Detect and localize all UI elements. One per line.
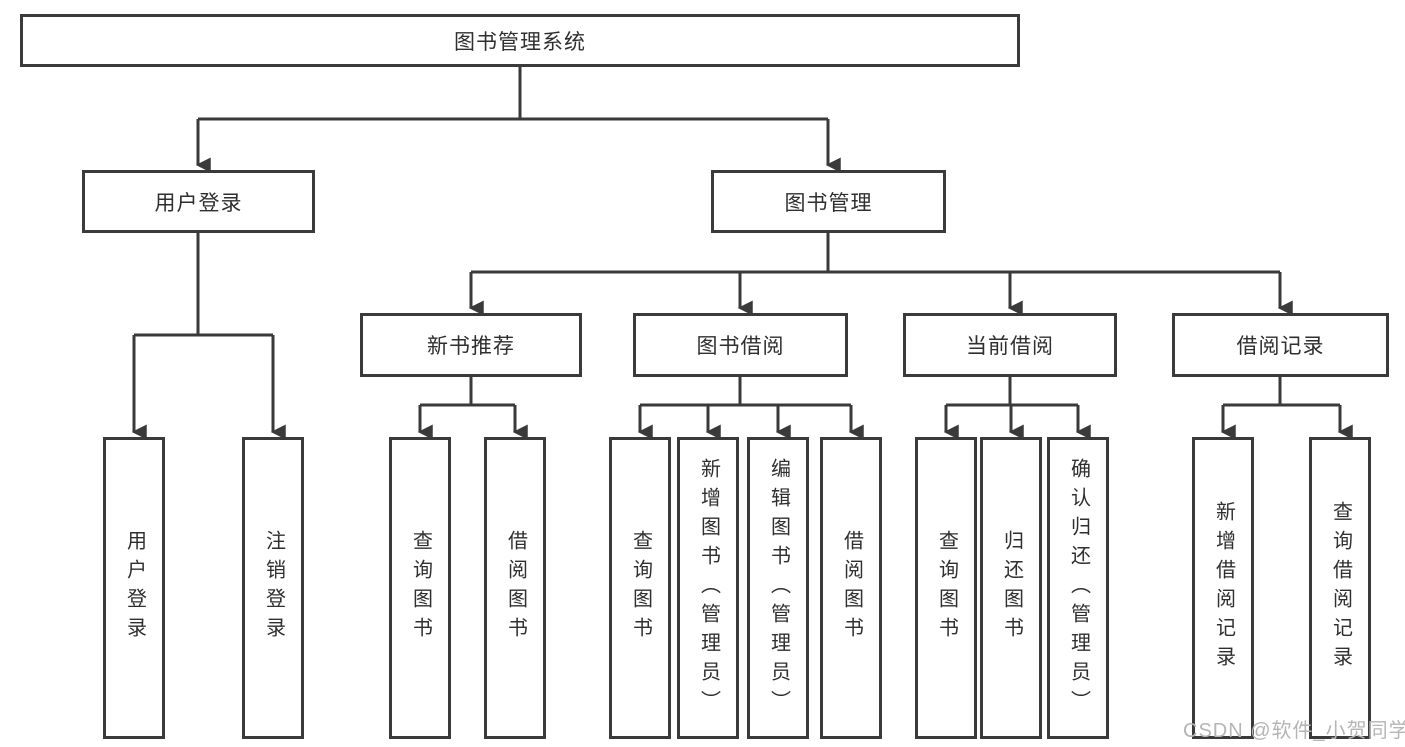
node-current-borrowing: 当前借阅 bbox=[903, 313, 1117, 377]
leaf-logout: 注销登录 bbox=[242, 437, 304, 739]
csdn-watermark: CSDN @软件_小贺同学 bbox=[1183, 720, 1405, 742]
node-book-borrowing-label: 图书借阅 bbox=[696, 335, 785, 358]
node-book-management-label: 图书管理 bbox=[784, 191, 873, 215]
node-root-system: 图书管理系统 bbox=[20, 14, 1020, 67]
leaf-user-login-label: 用户登录 bbox=[123, 530, 146, 646]
leaf-return-book: 归还图书 bbox=[980, 437, 1042, 739]
connector-records-children bbox=[1223, 375, 1340, 407]
leaf-query-books-recommend-label: 查询图书 bbox=[409, 530, 432, 646]
connector-book-management-children bbox=[471, 233, 1280, 274]
connector-borrowing-children bbox=[640, 375, 851, 407]
leaf-return-book-label: 归还图书 bbox=[1000, 530, 1023, 646]
leaf-borrow-book-label: 借阅图书 bbox=[840, 530, 863, 646]
node-current-borrowing-label: 当前借阅 bbox=[966, 335, 1054, 358]
node-book-borrowing: 图书借阅 bbox=[633, 313, 848, 377]
node-borrowing-records-label: 借阅记录 bbox=[1236, 335, 1325, 358]
leaf-edit-book-admin: 编辑图书（管理员） bbox=[747, 437, 809, 739]
node-borrowing-records: 借阅记录 bbox=[1172, 313, 1389, 377]
leaf-borrow-book-recommend-label: 借阅图书 bbox=[504, 530, 527, 646]
connector-recommendation-children bbox=[420, 375, 515, 407]
node-user-login: 用户登录 bbox=[82, 170, 315, 233]
leaf-add-book-admin: 新增图书（管理员） bbox=[677, 437, 739, 739]
node-user-login-label: 用户登录 bbox=[154, 191, 243, 215]
node-new-book-recommendation-label: 新书推荐 bbox=[427, 335, 515, 358]
leaf-confirm-return-admin: 确认归还（管理员） bbox=[1047, 437, 1109, 739]
connector-current-borrowing-children bbox=[946, 375, 1078, 407]
leaf-add-book-admin-label: 新增图书（管理员） bbox=[697, 457, 720, 719]
leaf-query-books-borrowing: 查询图书 bbox=[609, 437, 671, 739]
node-new-book-recommendation: 新书推荐 bbox=[360, 313, 582, 377]
node-root-label: 图书管理系统 bbox=[454, 30, 586, 54]
leaf-edit-book-admin-label: 编辑图书（管理员） bbox=[767, 457, 790, 719]
leaf-borrow-book-recommend: 借阅图书 bbox=[484, 437, 546, 739]
leaf-query-books-current: 查询图书 bbox=[915, 437, 977, 739]
leaf-logout-label: 注销登录 bbox=[262, 530, 285, 646]
leaf-add-borrow-record: 新增借阅记录 bbox=[1192, 437, 1254, 739]
leaf-query-books-current-label: 查询图书 bbox=[935, 530, 958, 646]
leaf-query-books-borrowing-label: 查询图书 bbox=[629, 530, 652, 646]
node-book-management: 图书管理 bbox=[711, 170, 946, 233]
leaf-user-login: 用户登录 bbox=[103, 437, 165, 739]
connector-user-login-children bbox=[134, 233, 273, 337]
leaf-borrow-book: 借阅图书 bbox=[820, 437, 882, 739]
leaf-query-borrow-record-label: 查询借阅记录 bbox=[1329, 501, 1352, 675]
connector-root-to-level2 bbox=[198, 67, 828, 121]
leaf-confirm-return-admin-label: 确认归还（管理员） bbox=[1067, 457, 1090, 719]
leaf-query-books-recommend: 查询图书 bbox=[389, 437, 451, 739]
leaf-query-borrow-record: 查询借阅记录 bbox=[1309, 437, 1371, 739]
leaf-add-borrow-record-label: 新增借阅记录 bbox=[1212, 501, 1235, 675]
